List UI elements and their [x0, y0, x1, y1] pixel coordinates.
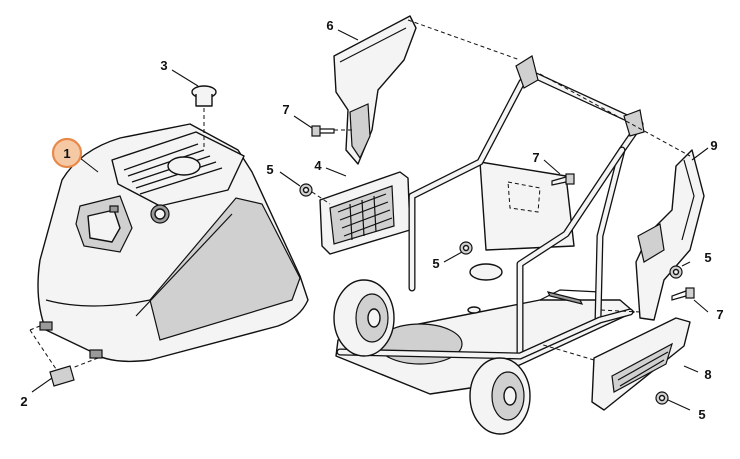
bolt-7a [311, 125, 335, 137]
callout-5b-label: 5 [432, 256, 439, 271]
callout-1-label: 1 [63, 146, 70, 161]
callout-7c-label: 7 [716, 307, 723, 322]
nut-5d [655, 391, 669, 405]
part-upper-bracket [333, 15, 417, 165]
nut-5b [459, 241, 473, 255]
leader-lines [31, 29, 709, 411]
wheel-right [469, 357, 531, 435]
part-lower-grille-plate [591, 317, 691, 411]
callout-5d-label: 5 [698, 407, 705, 422]
nut-5c [669, 265, 683, 279]
callout-3-label: 3 [160, 58, 167, 73]
bolt-7b [551, 173, 575, 186]
part-foot-clip [29, 325, 99, 387]
callout-8-label: 8 [704, 367, 711, 382]
callout-1[interactable]: 1 [51, 137, 83, 169]
callout-7a-label: 7 [282, 102, 289, 117]
callout-4-label: 4 [314, 158, 322, 173]
part-push-fastener [191, 85, 217, 150]
part-hood-cover [37, 123, 309, 363]
part-grille-insert [319, 171, 411, 255]
callout-2-label: 2 [20, 394, 27, 409]
part-side-bracket [635, 149, 705, 321]
callout-5a-label: 5 [266, 162, 273, 177]
callout-9-label: 9 [710, 138, 717, 153]
callout-7b-label: 7 [532, 150, 539, 165]
callout-5c-label: 5 [704, 250, 711, 265]
assembly-lines [311, 19, 691, 361]
callout-6-label: 6 [326, 18, 333, 33]
nut-5a [299, 183, 313, 197]
wheel-left [333, 279, 395, 357]
part-frame-chassis [333, 55, 645, 435]
bolt-7c [671, 287, 695, 301]
